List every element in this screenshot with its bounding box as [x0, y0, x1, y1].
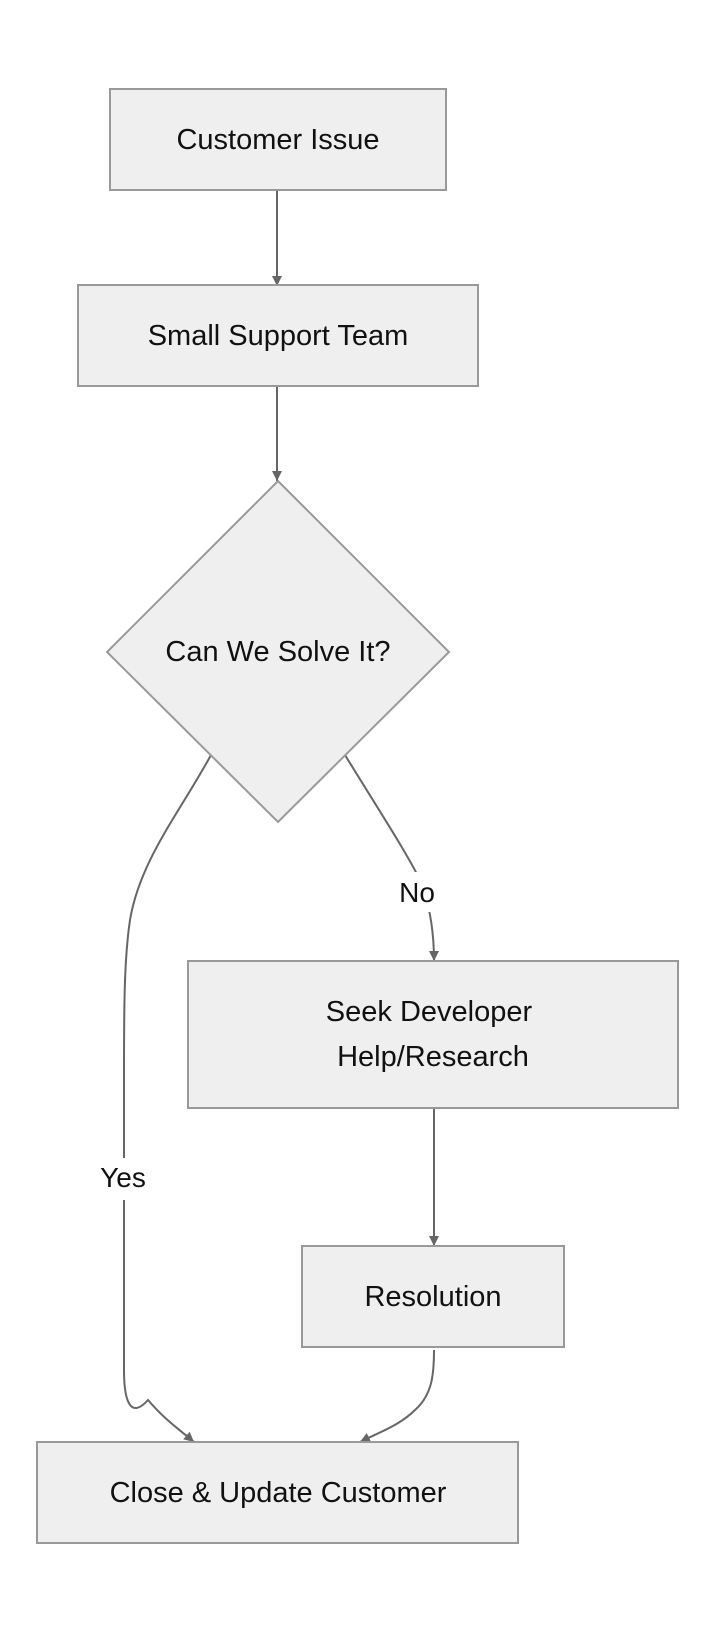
node-small-support-team: Small Support Team: [77, 284, 479, 387]
node-small-support-team-label: Small Support Team: [148, 320, 409, 352]
node-resolution-label: Resolution: [364, 1281, 501, 1313]
edge-label-yes-text: Yes: [100, 1162, 146, 1193]
node-seek-help-line-1: Seek Developer: [326, 996, 533, 1028]
node-seek-help-label: Seek Developer Help/Research: [326, 996, 540, 1073]
node-decision: Can We Solve It?: [105, 479, 451, 824]
edge-label-no-text: No: [399, 877, 435, 908]
node-seek-help-line-2: Help/Research: [337, 1041, 529, 1073]
edge-label-yes: Yes: [92, 1158, 156, 1200]
node-close-update: Close & Update Customer: [36, 1441, 519, 1544]
node-close-update-label: Close & Update Customer: [110, 1477, 447, 1509]
node-resolution: Resolution: [301, 1245, 565, 1348]
node-customer-issue: Customer Issue: [109, 88, 447, 191]
node-seek-help: Seek Developer Help/Research: [187, 960, 679, 1109]
edge-decision-to-close-yes: [123, 754, 212, 1443]
node-decision-label: Can We Solve It?: [165, 636, 390, 668]
node-customer-issue-label: Customer Issue: [176, 124, 379, 156]
edge-decision-to-seek-no: [344, 754, 439, 962]
edge-label-no: No: [391, 872, 443, 912]
edge-resolution-to-close: [359, 1349, 435, 1443]
